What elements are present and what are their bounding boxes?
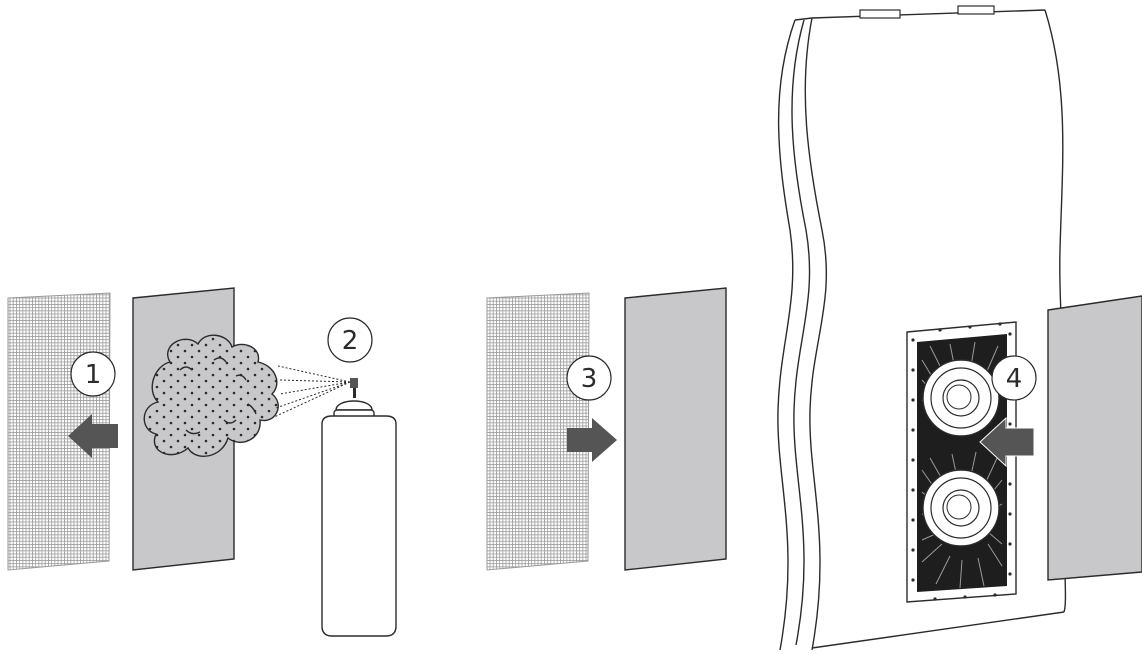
- arrow-right-icon: [567, 418, 617, 462]
- gray-panel-3: [624, 287, 727, 571]
- gray-panel-4: [1047, 295, 1142, 581]
- in-wall-speaker-icon: [906, 321, 1017, 603]
- step-2-badge: 2: [327, 317, 373, 363]
- woofer-bottom-icon: [922, 469, 1000, 547]
- step-1-number: 1: [85, 360, 102, 390]
- arrow-left-icon: [979, 416, 1035, 468]
- woofer-top-icon: [922, 359, 1000, 437]
- step-1-badge: 1: [70, 351, 116, 397]
- grille-mesh-3: [486, 292, 590, 571]
- spray-lines: [271, 365, 351, 419]
- step-4-badge: 4: [991, 355, 1037, 401]
- arrow-left-icon: [68, 414, 118, 458]
- step-4-number: 4: [1006, 364, 1023, 394]
- step-3-badge: 3: [566, 355, 612, 401]
- spray-can-icon: [321, 378, 397, 637]
- adhesive-cloud-icon: [143, 334, 279, 457]
- step-2-number: 2: [342, 326, 359, 356]
- step-3-number: 3: [581, 364, 598, 394]
